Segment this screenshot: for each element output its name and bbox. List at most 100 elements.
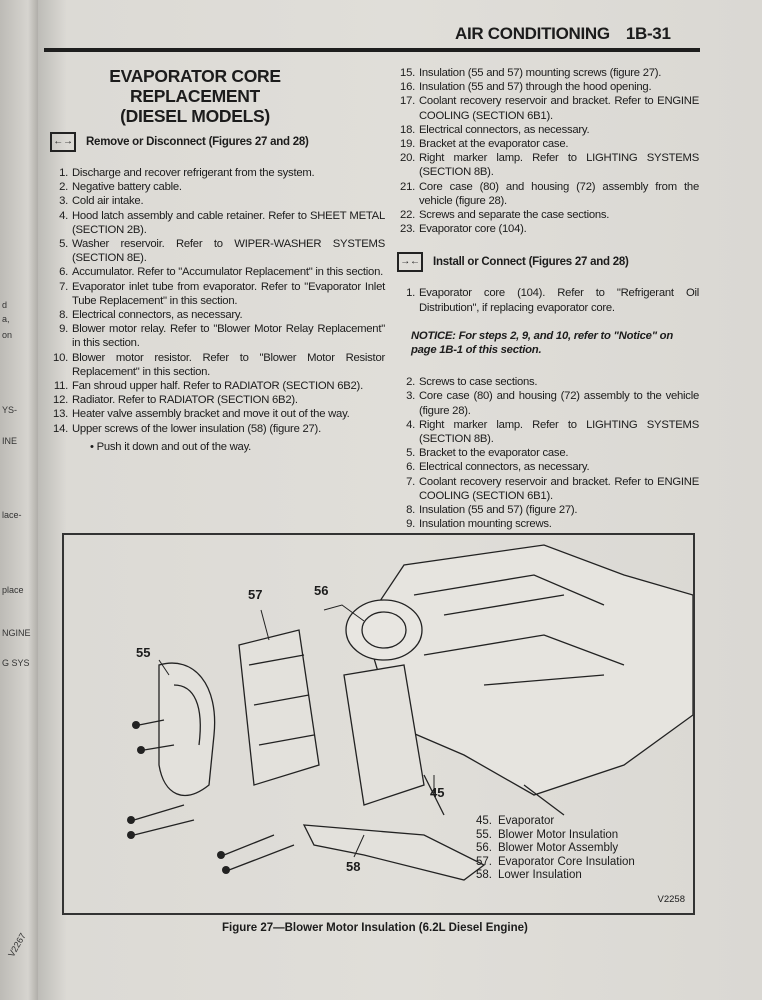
heading-line: (DIESEL MODELS) bbox=[120, 106, 270, 126]
heading-line: REPLACEMENT bbox=[130, 86, 260, 106]
item-number: 8. bbox=[59, 309, 68, 322]
header-rule bbox=[44, 48, 700, 52]
legend-item: 45.Evaporator bbox=[476, 815, 635, 829]
fragment: G SYS bbox=[2, 658, 30, 668]
item-number: 7. bbox=[59, 280, 68, 293]
list-item: 4. Right marker lamp. Refer to LIGHTING S… bbox=[397, 418, 699, 446]
list-item: 4.Hood latch assembly and cable retainer… bbox=[50, 209, 385, 237]
item-text: Insulation (55 and 57) (figure 27). bbox=[419, 504, 578, 517]
legend-item: 55.Blower Motor Insulation bbox=[476, 829, 635, 843]
list-item: 7. Coolant recovery reservoir and bracket… bbox=[397, 475, 699, 503]
notice: NOTICE: For steps 2, 9, and 10, refer to… bbox=[411, 329, 673, 357]
section-title: AIR CONDITIONING bbox=[455, 24, 610, 43]
heading-line: EVAPORATOR CORE bbox=[109, 66, 281, 86]
item-text: Cold air intake. bbox=[72, 195, 144, 208]
page-header: AIR CONDITIONING 1B-31 bbox=[455, 24, 671, 44]
item-text: Electrical connectors, as necessary. bbox=[419, 123, 590, 136]
item-text: Heater valve assembly bracket and move i… bbox=[72, 408, 350, 421]
list-item: 9. Blower motor relay. Refer to "Blower M… bbox=[50, 322, 385, 350]
list-item: 14.Upper screws of the lower insulation … bbox=[50, 422, 385, 436]
item-number: 5. bbox=[59, 238, 68, 251]
item-number: 9. bbox=[59, 323, 68, 336]
item-text: Upper screws of the lower insulation (58… bbox=[72, 422, 321, 435]
item-number: 7. bbox=[406, 475, 415, 488]
item-text: Insulation (55 and 57) through the hood … bbox=[419, 81, 652, 94]
list-item: 8.Insulation (55 and 57) (figure 27). bbox=[397, 503, 699, 517]
item-number: 12. bbox=[53, 394, 68, 407]
item-text: Hood latch assembly and cable retainer. … bbox=[72, 209, 385, 236]
list-item: 6.Electrical connectors, as necessary. bbox=[397, 460, 699, 474]
item-number: 1. bbox=[59, 167, 68, 179]
item-text: Accumulator. Refer to "Accumulator Repla… bbox=[72, 266, 383, 279]
item-number: 18. bbox=[400, 123, 415, 136]
item-text: Coolant recovery reservoir and bracket. … bbox=[419, 95, 699, 122]
remove-arrows-icon: ←→ bbox=[50, 132, 76, 152]
list-item: 6. Accumulator. Refer to "Accumulator Rep… bbox=[50, 265, 385, 279]
item-number: 6. bbox=[59, 266, 68, 279]
page-number: 1B-31 bbox=[625, 24, 671, 43]
list-item: 20.Right marker lamp. Refer to LIGHTING … bbox=[397, 151, 699, 179]
item-text: Washer reservoir. Refer to WIPER-WASHER … bbox=[72, 238, 385, 265]
section-heading: EVAPORATOR CORE REPLACEMENT (DIESEL MODE… bbox=[50, 66, 340, 126]
left-column: EVAPORATOR CORE REPLACEMENT (DIESEL MODE… bbox=[50, 66, 385, 454]
figure-code: V2258 bbox=[657, 894, 685, 905]
callout-58: 58 bbox=[346, 859, 361, 874]
item-text: Screws and separate the case sections. bbox=[419, 209, 610, 222]
item-text: Radiator. Refer to RADIATOR (SECTION 6B2… bbox=[72, 394, 298, 407]
legend-item: 57.Evaporator Core Insulation bbox=[476, 856, 635, 870]
blower-motor-diagram bbox=[127, 544, 693, 881]
list-item: 19. Bracket at the evaporator case. bbox=[397, 137, 699, 151]
item-number: 11. bbox=[53, 380, 68, 393]
item-text: Blower motor resistor. Refer to "Blower … bbox=[72, 351, 385, 378]
install-arrows-icon: →← bbox=[397, 252, 423, 273]
callout-57: 57 bbox=[248, 587, 263, 602]
list-item: 7.Evaporator inlet tube from evaporator.… bbox=[50, 280, 385, 308]
item-number: 2. bbox=[59, 181, 68, 194]
item-number: 4. bbox=[406, 418, 415, 431]
remove-steps: 1.Discharge and recover refrigerant from… bbox=[50, 166, 385, 436]
remove-label: Remove or Disconnect (Figures 27 and 28) bbox=[86, 135, 309, 148]
item-number: 23. bbox=[400, 223, 415, 236]
fragment: on bbox=[2, 330, 13, 340]
item-number: 5. bbox=[406, 447, 415, 460]
list-item: 18. Electrical connectors, as necessary. bbox=[397, 123, 699, 137]
list-item: 9. Insulation mounting screws. bbox=[397, 517, 699, 531]
item-number: 3. bbox=[406, 390, 415, 403]
item-text: Right marker lamp. Refer to LIGHTING SYS… bbox=[419, 418, 699, 446]
item-number: 21. bbox=[400, 180, 415, 193]
item-text: Insulation mounting screws. bbox=[419, 518, 552, 531]
item-text: Electrical connectors, as necessary. bbox=[72, 309, 243, 322]
item-number: 19. bbox=[400, 138, 415, 151]
list-item: 17. Coolant recovery reservoir and bracke… bbox=[397, 94, 699, 122]
item-text: Insulation (55 and 57) mounting screws (… bbox=[419, 67, 662, 79]
item-text: Bracket at the evaporator case. bbox=[419, 138, 569, 151]
install-step-1: 1.Evaporator core (104). Refer to "Refri… bbox=[397, 286, 699, 314]
item-number: 13. bbox=[53, 408, 68, 421]
item-text: Electrical connectors, as necessary. bbox=[419, 461, 590, 474]
item-text: Coolant recovery reservoir and bracket. … bbox=[419, 475, 699, 502]
fragment: lace- bbox=[2, 510, 22, 520]
item-number: 17. bbox=[400, 95, 415, 108]
item-text: Blower Motor Insulation bbox=[498, 828, 619, 841]
callout-55: 55 bbox=[136, 645, 151, 660]
item-number: 10. bbox=[53, 351, 68, 364]
list-item: 5.Bracket to the evaporator case. bbox=[397, 446, 699, 460]
item-number: 9. bbox=[406, 518, 415, 531]
item-text: Right marker lamp. Refer to LIGHTING SYS… bbox=[419, 152, 699, 179]
callout-56: 56 bbox=[314, 583, 329, 598]
fragment: NGINE bbox=[2, 628, 31, 638]
right-column: 15.Insulation (55 and 57) mounting screw… bbox=[397, 66, 699, 531]
bullet-note: • Push it down and out of the way. bbox=[90, 440, 252, 453]
fragment: place bbox=[2, 585, 24, 595]
list-item: 3.Cold air intake. bbox=[50, 194, 385, 208]
item-text: Fan shroud upper half. Refer to RADIATOR… bbox=[72, 380, 363, 393]
item-text: Blower motor relay. Refer to "Blower Mot… bbox=[72, 323, 385, 350]
item-text: Core case (80) and housing (72) assembly… bbox=[419, 180, 699, 207]
item-text: Evaporator core (104). bbox=[419, 223, 527, 236]
list-item: 21. Core case (80) and housing (72) assem… bbox=[397, 180, 699, 208]
list-item: 1.Evaporator core (104). Refer to "Refri… bbox=[397, 286, 699, 314]
figure-caption: Figure 27—Blower Motor Insulation (6.2L … bbox=[222, 922, 528, 934]
list-item: 2.Screws to case sections. bbox=[397, 375, 699, 389]
